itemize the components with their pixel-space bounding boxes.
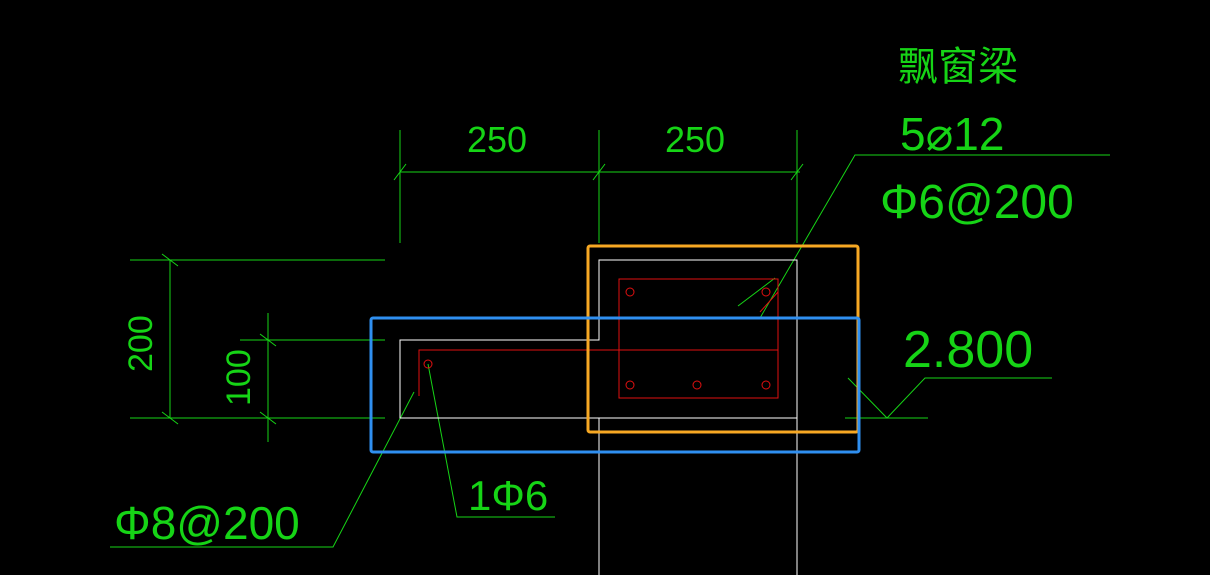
slab-stirrup-bar (418, 349, 778, 396)
rebar-dot (625, 287, 635, 297)
dim-tick-right (790, 163, 804, 181)
label-stirrup-main: Φ6@200 (880, 176, 1074, 229)
dim-text-height-total: 200 (122, 315, 160, 372)
dim-tick-200-bottom (161, 411, 179, 425)
beam-title: 飘窗梁 (898, 45, 1018, 89)
leader-top-bars (759, 154, 1110, 319)
rebar-dot (761, 380, 771, 390)
rebar-dot (692, 380, 702, 390)
stirrup-hook (759, 291, 779, 313)
dim-tick-100-bottom (259, 411, 277, 425)
rebar-dot-slab (423, 359, 433, 369)
rebar-dot (625, 380, 635, 390)
leader-slab-stirrup (110, 391, 415, 548)
dim-text-width-right: 250 (665, 119, 725, 160)
label-elevation: 2.800 (903, 321, 1033, 379)
dim-tick-200-top (161, 253, 179, 267)
label-slab-bar: 1Φ6 (468, 472, 548, 519)
leader-slab-bar (427, 363, 555, 518)
rebar (418, 278, 779, 399)
dim-text-width-left: 250 (467, 119, 527, 160)
label-top-bars: 5⌀12 (900, 108, 1004, 160)
beam-stirrup (618, 278, 779, 399)
dim-tick-left (393, 163, 407, 181)
section-outline (399, 259, 798, 575)
rebar-dot (761, 287, 771, 297)
dim-tick-middle (592, 163, 606, 181)
highlight-box-blue (369, 316, 861, 454)
dimension-lines (110, 130, 1110, 548)
label-slab-stirrup: Φ8@200 (114, 497, 300, 549)
dim-tick-100-top (259, 333, 277, 347)
beam-section-outline (399, 259, 798, 419)
dim-text-height-slab: 100 (220, 349, 258, 406)
leader-stirrup-short (737, 277, 776, 307)
highlight-box-orange (586, 244, 860, 434)
elevation-triangle-icon (847, 377, 1052, 419)
